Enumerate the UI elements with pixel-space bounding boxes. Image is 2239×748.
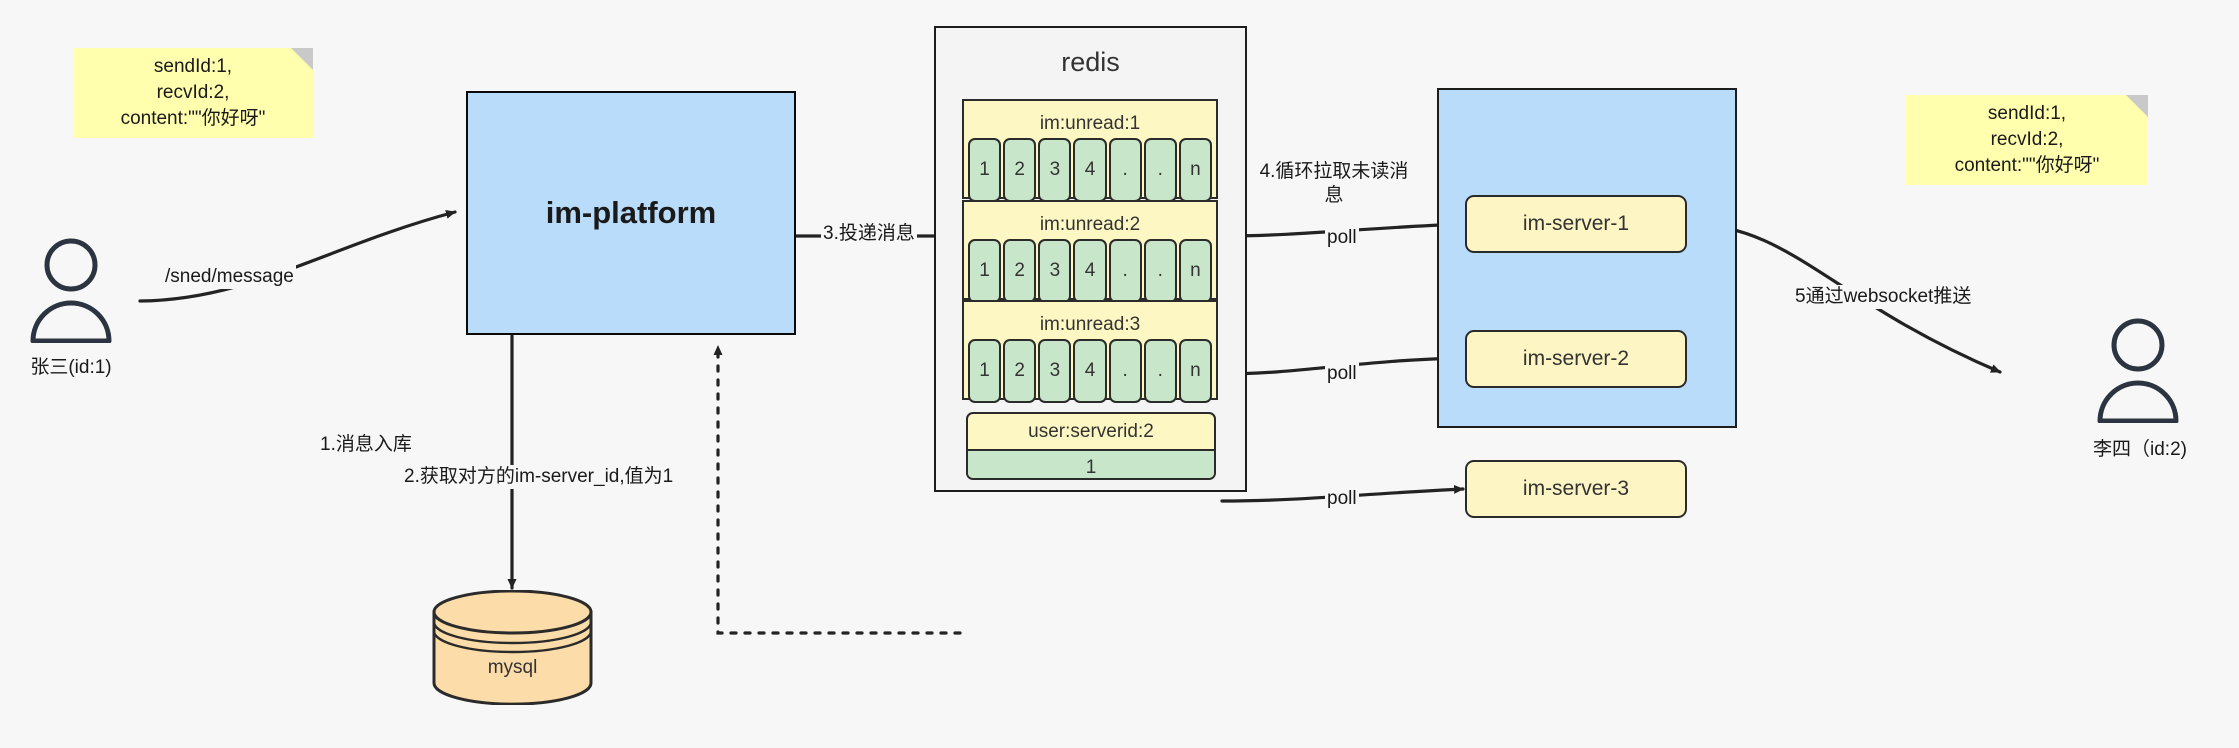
- note-right-line-2: recvId:2,: [1990, 129, 2064, 150]
- edge-label-step2: 2.获取对方的im-server_id,值为1: [402, 465, 676, 489]
- note-fold-icon: [291, 48, 313, 70]
- redis-list-im-unread-2[interactable]: im:unread:2 1 2 3 4 . . n: [962, 200, 1218, 303]
- redis-kv-user-serverid[interactable]: user:serverid:2 1: [966, 412, 1216, 480]
- im-server-3-label: im-server-3: [1522, 477, 1630, 500]
- list-cell: 4: [1073, 239, 1107, 303]
- person-icon: [2097, 318, 2179, 424]
- note-right-line-1: sendId:1,: [1987, 103, 2067, 124]
- list-cell: 2: [1003, 339, 1037, 403]
- redis-list-im-unread-3[interactable]: im:unread:3 1 2 3 4 . . n: [962, 300, 1218, 403]
- list-cell: 2: [1003, 239, 1037, 303]
- list-cell: .: [1108, 239, 1142, 303]
- list-cell: 4: [1073, 339, 1107, 403]
- im-server-1-label: im-server-1: [1522, 212, 1630, 235]
- list-cell: .: [1143, 239, 1177, 303]
- list-cell: 3: [1038, 138, 1072, 202]
- redis-list-2-key: im:unread:2: [1039, 214, 1141, 235]
- edge-label-step5: 5通过websocket推送: [1793, 285, 1974, 309]
- redis-list-1-cells: 1 2 3 4 . . n: [964, 138, 1216, 202]
- actor-sender[interactable]: [25, 238, 117, 344]
- list-cell: 2: [1003, 138, 1037, 202]
- actor-receiver[interactable]: [2092, 318, 2184, 424]
- redis-list-3-cells: 1 2 3 4 . . n: [964, 339, 1216, 403]
- list-cell: .: [1108, 339, 1142, 403]
- redis-list-3-key: im:unread:3: [1039, 314, 1141, 335]
- actor-receiver-label: 李四（id:2): [2093, 439, 2187, 460]
- edge-label-poll-1: poll: [1325, 226, 1359, 250]
- edge-label-poll-3: poll: [1325, 487, 1359, 511]
- person-icon: [30, 238, 112, 344]
- edge-label-step3: 3.投递消息: [821, 222, 917, 246]
- note-left: sendId:1, recvId:2, content:""你好呀": [73, 48, 313, 138]
- list-cell: .: [1143, 138, 1177, 202]
- redis-kv-value: 1: [968, 449, 1214, 478]
- list-cell: 4: [1073, 138, 1107, 202]
- redis-title: redis: [1061, 47, 1120, 77]
- note-right: sendId:1, recvId:2, content:""你好呀": [1906, 95, 2148, 185]
- im-platform-box[interactable]: im-platform: [466, 91, 796, 335]
- note-left-line-2: recvId:2,: [156, 82, 230, 103]
- im-server-2-label: im-server-2: [1522, 347, 1630, 370]
- edge-step2: [713, 344, 962, 635]
- list-cell: 3: [1038, 339, 1072, 403]
- note-left-line-1: sendId:1,: [153, 56, 233, 77]
- actor-sender-label: 张三(id:1): [30, 357, 112, 378]
- list-cell: n: [1178, 138, 1212, 202]
- list-cell: .: [1143, 339, 1177, 403]
- mysql-label: mysql: [488, 657, 538, 678]
- redis-list-im-unread-1[interactable]: im:unread:1 1 2 3 4 . . n: [962, 99, 1218, 202]
- cylinder-icon: mysql: [432, 589, 593, 706]
- note-fold-icon: [2126, 95, 2148, 117]
- list-cell: .: [1108, 138, 1142, 202]
- note-left-line-3: content:""你好呀": [120, 108, 266, 129]
- list-cell: 3: [1038, 239, 1072, 303]
- im-server-3-box[interactable]: im-server-3: [1465, 460, 1687, 518]
- im-platform-label: im-platform: [545, 195, 717, 230]
- list-cell: 1: [968, 339, 1002, 403]
- redis-list-1-key: im:unread:1: [1039, 113, 1141, 134]
- mysql-db[interactable]: mysql: [430, 589, 595, 706]
- list-cell: n: [1178, 339, 1212, 403]
- redis-kv-key: user:serverid:2: [1028, 421, 1154, 442]
- list-cell: 1: [968, 138, 1002, 202]
- im-server-1-box[interactable]: im-server-1: [1465, 195, 1687, 253]
- edge-label-step4: 4.循环拉取未读消息: [1257, 160, 1411, 208]
- list-cell: 1: [968, 239, 1002, 303]
- redis-list-2-cells: 1 2 3 4 . . n: [964, 239, 1216, 303]
- edge-label-step1: 1.消息入库: [318, 433, 414, 457]
- edge-label-poll-2: poll: [1325, 362, 1359, 386]
- im-server-2-box[interactable]: im-server-2: [1465, 330, 1687, 388]
- list-cell: n: [1178, 239, 1212, 303]
- edge-label-send-message: /sned/message: [163, 265, 296, 289]
- note-right-line-3: content:""你好呀": [1954, 155, 2100, 176]
